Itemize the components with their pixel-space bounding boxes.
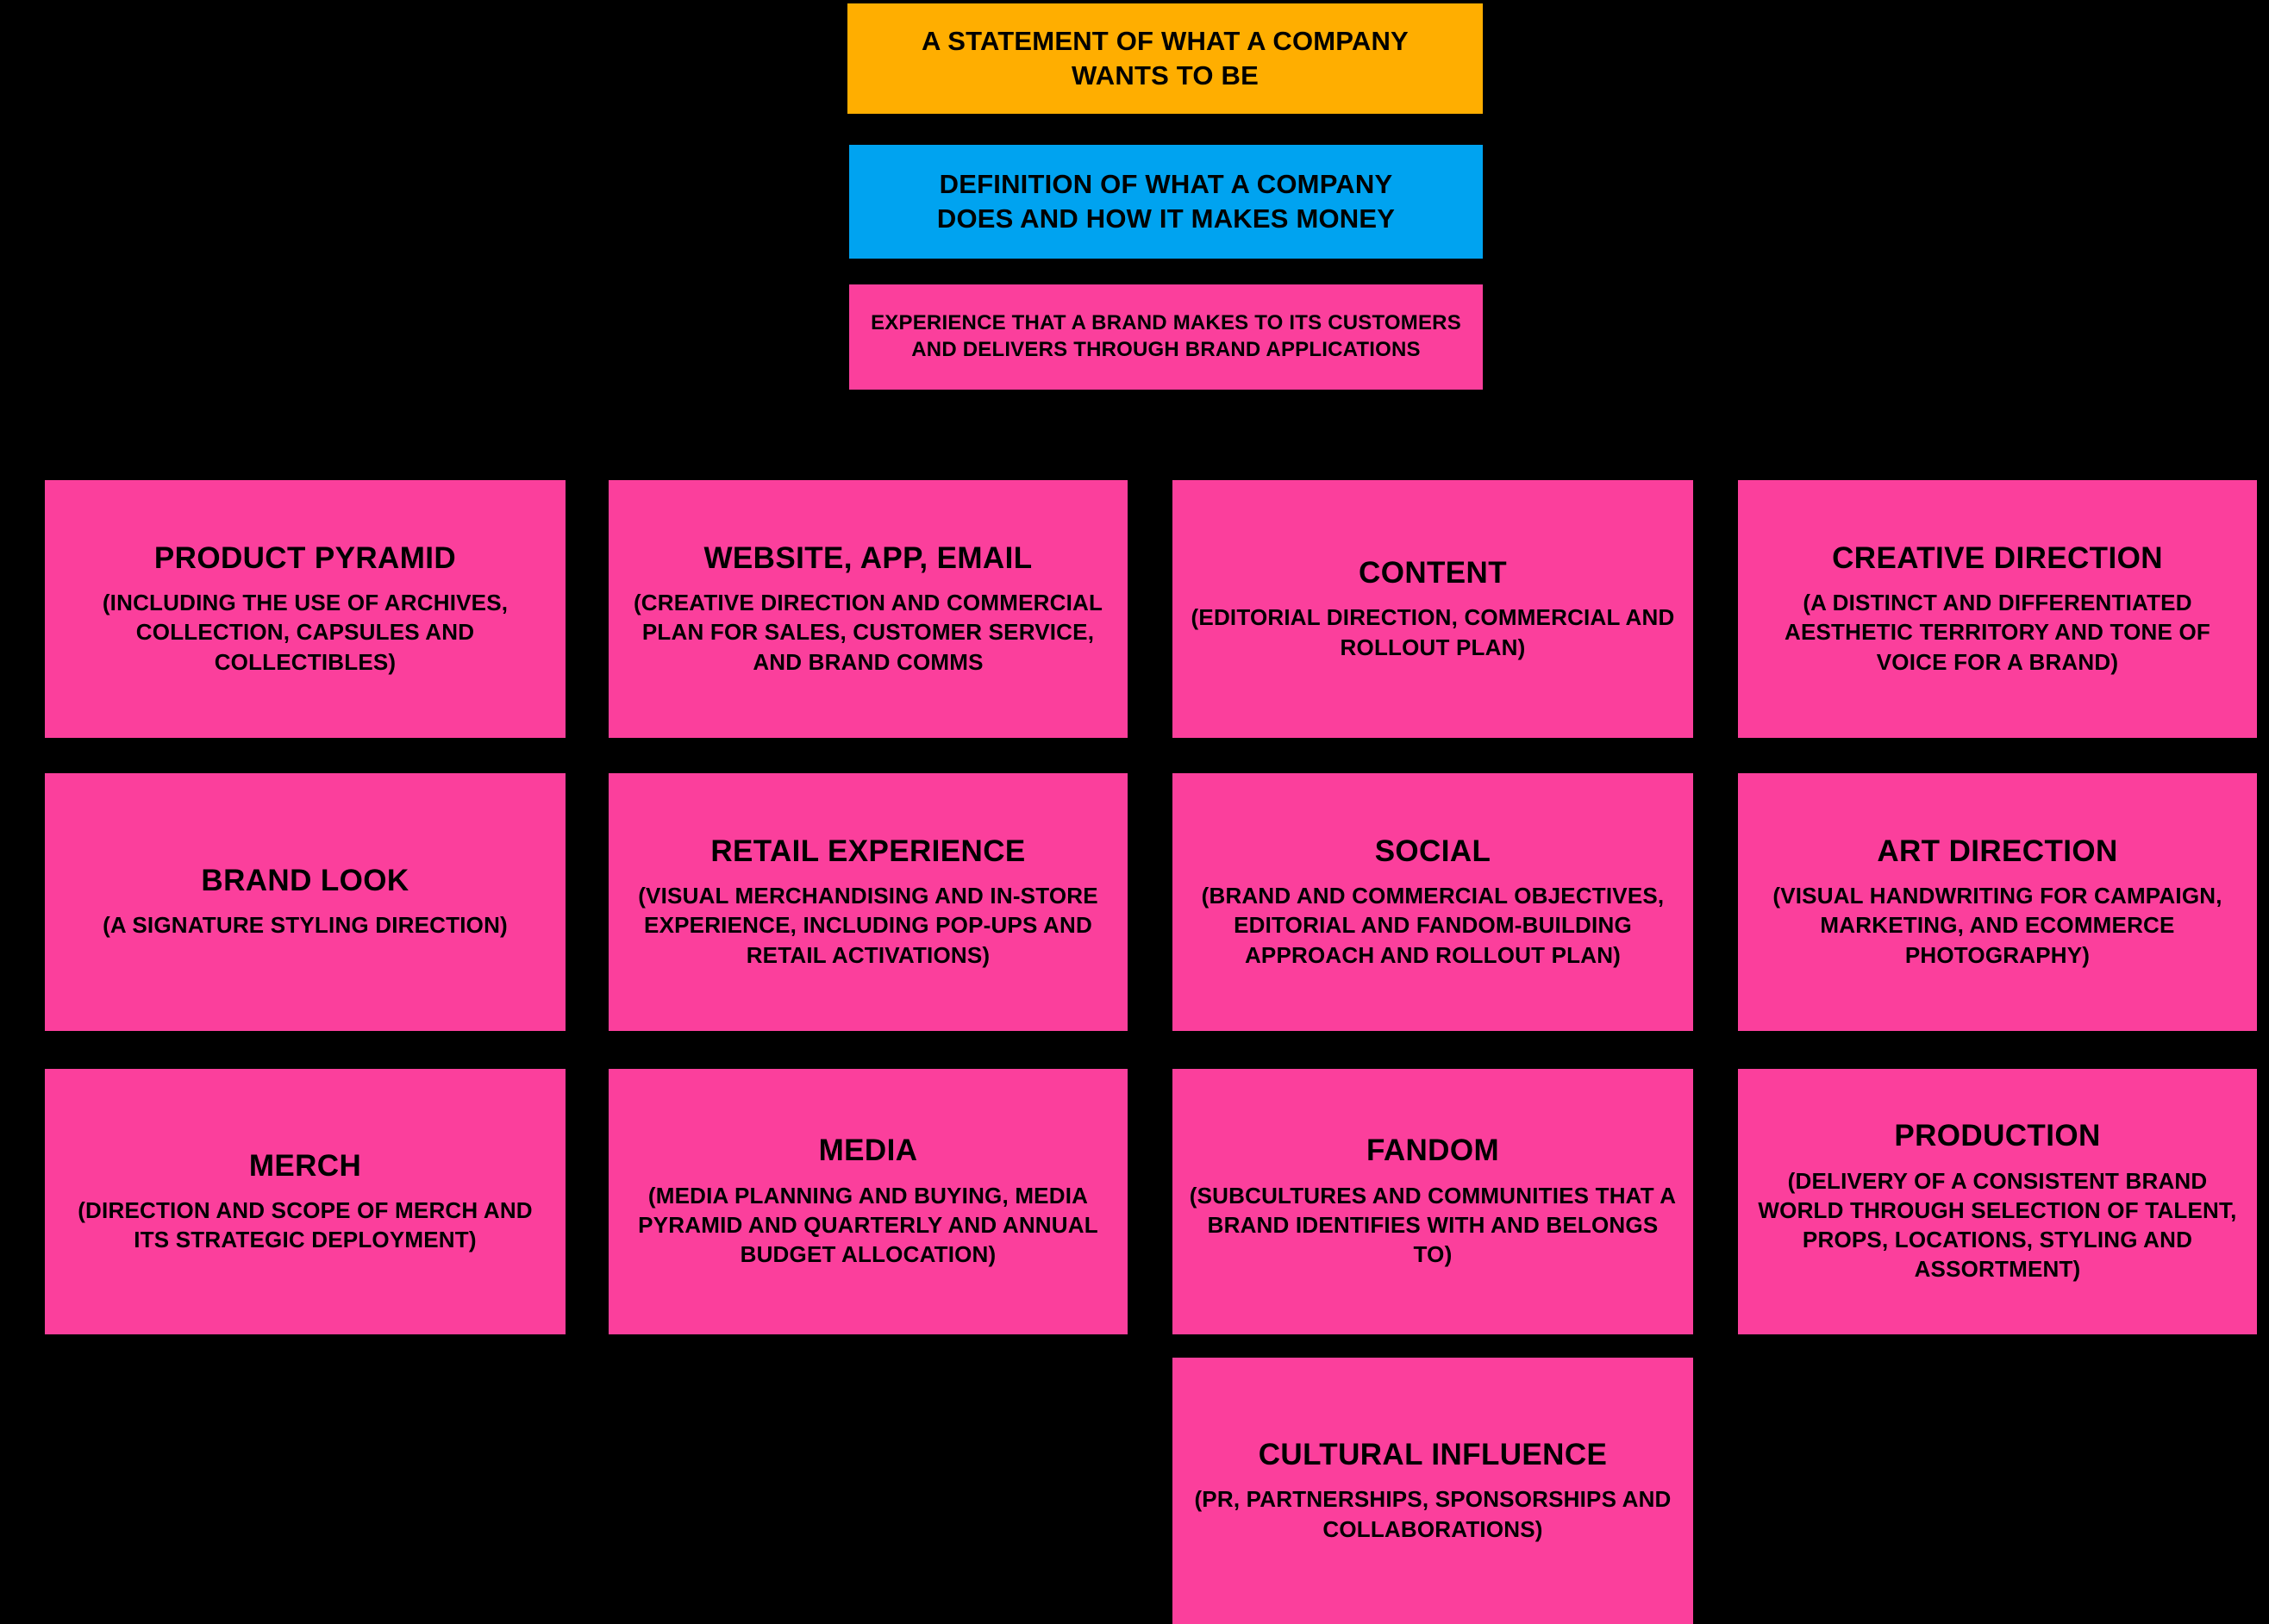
card-cultural-influence: CULTURAL INFLUENCE (PR, PARTNERSHIPS, SP… (1172, 1358, 1693, 1624)
card-subtitle: (MEDIA PLANNING AND BUYING, MEDIA PYRAMI… (638, 1182, 1098, 1268)
card-website-app-email: WEBSITE, APP, EMAIL (CREATIVE DIRECTION … (609, 480, 1128, 738)
mission-definition-box: DEFINITION OF WHAT A COMPANY DOES AND HO… (849, 145, 1483, 259)
card-title: SOCIAL (1374, 834, 1491, 868)
promise-line-2: AND DELIVERS THROUGH BRAND APPLICATIONS (911, 338, 1421, 361)
card-title: MEDIA (818, 1134, 918, 1168)
mission-line-1: DEFINITION OF WHAT A COMPANY (939, 169, 1393, 200)
brand-promise-box: EXPERIENCE THAT A BRAND MAKES TO ITS CUS… (849, 284, 1483, 390)
card-subtitle: (PR, PARTNERSHIPS, SPONSORSHIPS AND COLL… (1194, 1486, 1672, 1542)
card-subtitle: (DIRECTION AND SCOPE OF MERCH AND ITS ST… (78, 1196, 533, 1253)
card-production: PRODUCTION (DELIVERY OF A CONSISTENT BRA… (1738, 1069, 2257, 1334)
card-subtitle: (DELIVERY OF A CONSISTENT BRAND WORLD TH… (1758, 1167, 2237, 1283)
vision-line-2: WANTS TO BE (1072, 60, 1259, 91)
card-brand-look: BRAND LOOK (A SIGNATURE STYLING DIRECTIO… (45, 773, 566, 1031)
card-content: CONTENT (EDITORIAL DIRECTION, COMMERCIAL… (1172, 480, 1693, 738)
card-merch: MERCH (DIRECTION AND SCOPE OF MERCH AND … (45, 1069, 566, 1334)
card-fandom: FANDOM (SUBCULTURES AND COMMUNITIES THAT… (1172, 1069, 1693, 1334)
card-subtitle: (SUBCULTURES AND COMMUNITIES THAT A BRAN… (1189, 1182, 1677, 1268)
card-title: PRODUCTION (1894, 1119, 2101, 1153)
card-subtitle: (A SIGNATURE STYLING DIRECTION) (103, 912, 508, 939)
card-title: ART DIRECTION (1877, 834, 2118, 868)
card-creative-direction: CREATIVE DIRECTION (A DISTINCT AND DIFFE… (1738, 480, 2257, 738)
card-social: SOCIAL (BRAND AND COMMERCIAL OBJECTIVES,… (1172, 773, 1693, 1031)
card-title: WEBSITE, APP, EMAIL (703, 540, 1033, 575)
card-retail-experience: RETAIL EXPERIENCE (VISUAL MERCHANDISING … (609, 773, 1128, 1031)
card-title: CREATIVE DIRECTION (1832, 540, 2163, 575)
card-subtitle: (BRAND AND COMMERCIAL OBJECTIVES, EDITOR… (1201, 883, 1665, 968)
card-title: CULTURAL INFLUENCE (1258, 1438, 1608, 1472)
card-subtitle: (VISUAL HANDWRITING FOR CAMPAIGN, MARKET… (1772, 883, 2222, 968)
card-title: MERCH (248, 1148, 362, 1183)
card-art-direction: ART DIRECTION (VISUAL HANDWRITING FOR CA… (1738, 773, 2257, 1031)
promise-line-1: EXPERIENCE THAT A BRAND MAKES TO ITS CUS… (871, 311, 1461, 335)
card-media: MEDIA (MEDIA PLANNING AND BUYING, MEDIA … (609, 1069, 1128, 1334)
card-title: RETAIL EXPERIENCE (710, 834, 1026, 868)
card-title: BRAND LOOK (201, 864, 409, 898)
mission-line-2: DOES AND HOW IT MAKES MONEY (936, 203, 1396, 234)
card-title: FANDOM (1366, 1134, 1500, 1168)
card-subtitle: (INCLUDING THE USE OF ARCHIVES, COLLECTI… (102, 590, 509, 675)
card-title: PRODUCT PYRAMID (153, 540, 457, 575)
card-title: CONTENT (1359, 556, 1507, 590)
card-subtitle: (EDITORIAL DIRECTION, COMMERCIAL AND ROL… (1191, 604, 1675, 660)
vision-statement-box: A STATEMENT OF WHAT A COMPANY WANTS TO B… (847, 3, 1483, 114)
card-subtitle: (CREATIVE DIRECTION AND COMMERCIAL PLAN … (633, 590, 1103, 675)
vision-line-1: A STATEMENT OF WHAT A COMPANY (922, 26, 1409, 57)
card-product-pyramid: PRODUCT PYRAMID (INCLUDING THE USE OF AR… (45, 480, 566, 738)
card-subtitle: (A DISTINCT AND DIFFERENTIATED AESTHETIC… (1785, 590, 2210, 675)
card-subtitle: (VISUAL MERCHANDISING AND IN-STORE EXPER… (638, 883, 1098, 968)
